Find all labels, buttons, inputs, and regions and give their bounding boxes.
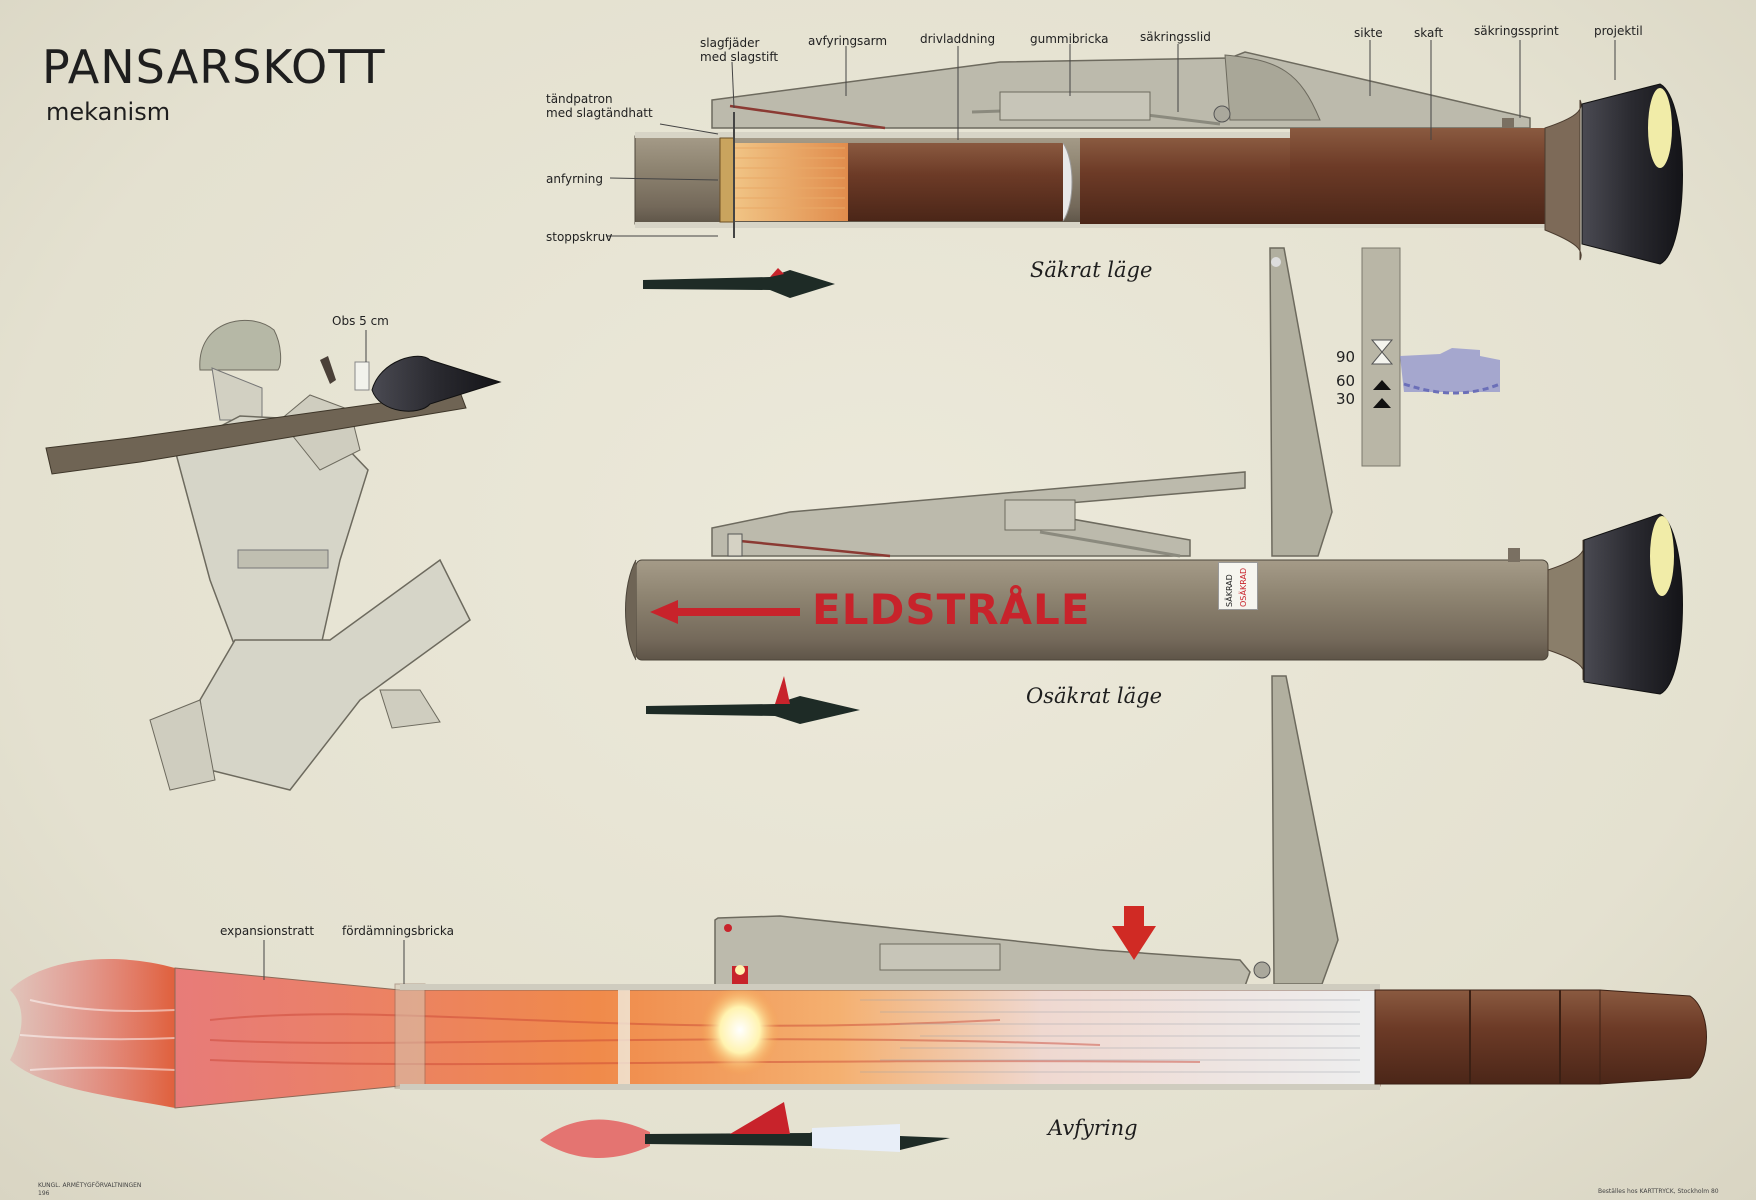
launcher-safe <box>634 51 1683 265</box>
safety-tag-safe: SÄKRAD <box>1225 574 1234 607</box>
caption-unsafe: Osäkrat läge <box>1026 684 1163 708</box>
label-anfyrning: anfyrning <box>546 172 603 186</box>
label-stoppskruv: stoppskruv <box>546 230 613 244</box>
label-slagfjader-2: med slagstift <box>700 50 779 64</box>
safety-tag: SÄKRAD OSÄKRAD <box>1218 562 1258 610</box>
label-sakringssprint: säkringssprint <box>1474 24 1559 38</box>
projectile-icon-unsafe <box>646 676 860 724</box>
sight-detail <box>1361 247 1501 467</box>
launcher-unsafe <box>625 247 1683 695</box>
label-projektil: projektil <box>1594 24 1643 38</box>
label-slagfjader-1: slagfjäder <box>700 36 760 50</box>
label-obs-5cm: Obs 5 cm <box>332 314 389 328</box>
caption-safe: Säkrat läge <box>1030 258 1153 282</box>
label-tandpatron-1: tändpatron <box>546 92 613 106</box>
launcher-firing <box>10 675 1707 1109</box>
label-drivladdning: drivladdning <box>920 32 996 46</box>
label-tandpatron-2: med slagtändhatt <box>546 106 653 120</box>
poster-subtitle: mekanism <box>46 98 171 126</box>
safety-tag-unsafe: OSÄKRAD <box>1239 567 1248 607</box>
blast-text: ELDSTRÅLE <box>812 585 1091 634</box>
label-sikte: sikte <box>1354 26 1383 40</box>
label-leader-lines <box>263 40 1616 984</box>
label-avfyringsarm: avfyringsarm <box>808 34 888 48</box>
label-sakringsslid: säkringsslid <box>1140 30 1211 44</box>
label-fordamningsbricka: fördämningsbricka <box>342 924 454 938</box>
label-expansionstratt: expansionstratt <box>220 924 315 938</box>
caption-firing: Avfyring <box>1048 1116 1138 1140</box>
sight-scale-30: 30 <box>1336 390 1356 408</box>
footer-left-1: KUNGL. ARMÉTYGFÖRVALTNINGEN <box>38 1182 142 1189</box>
poster-title: PANSARSKOTT <box>42 40 386 94</box>
label-gummibricka: gummibricka <box>1030 32 1109 46</box>
sight-scale-90: 90 <box>1336 348 1356 366</box>
projectile-icon-safe <box>643 268 835 298</box>
projectile-icon-firing <box>540 1102 950 1158</box>
soldier-figure <box>45 319 502 791</box>
footer-right: Beställes hos KARTTRYCK, Stockholm 80 <box>1598 1188 1719 1195</box>
label-skaft: skaft <box>1414 26 1444 40</box>
footer-left-2: 196 <box>38 1190 50 1197</box>
sight-scale-60: 60 <box>1336 372 1356 390</box>
